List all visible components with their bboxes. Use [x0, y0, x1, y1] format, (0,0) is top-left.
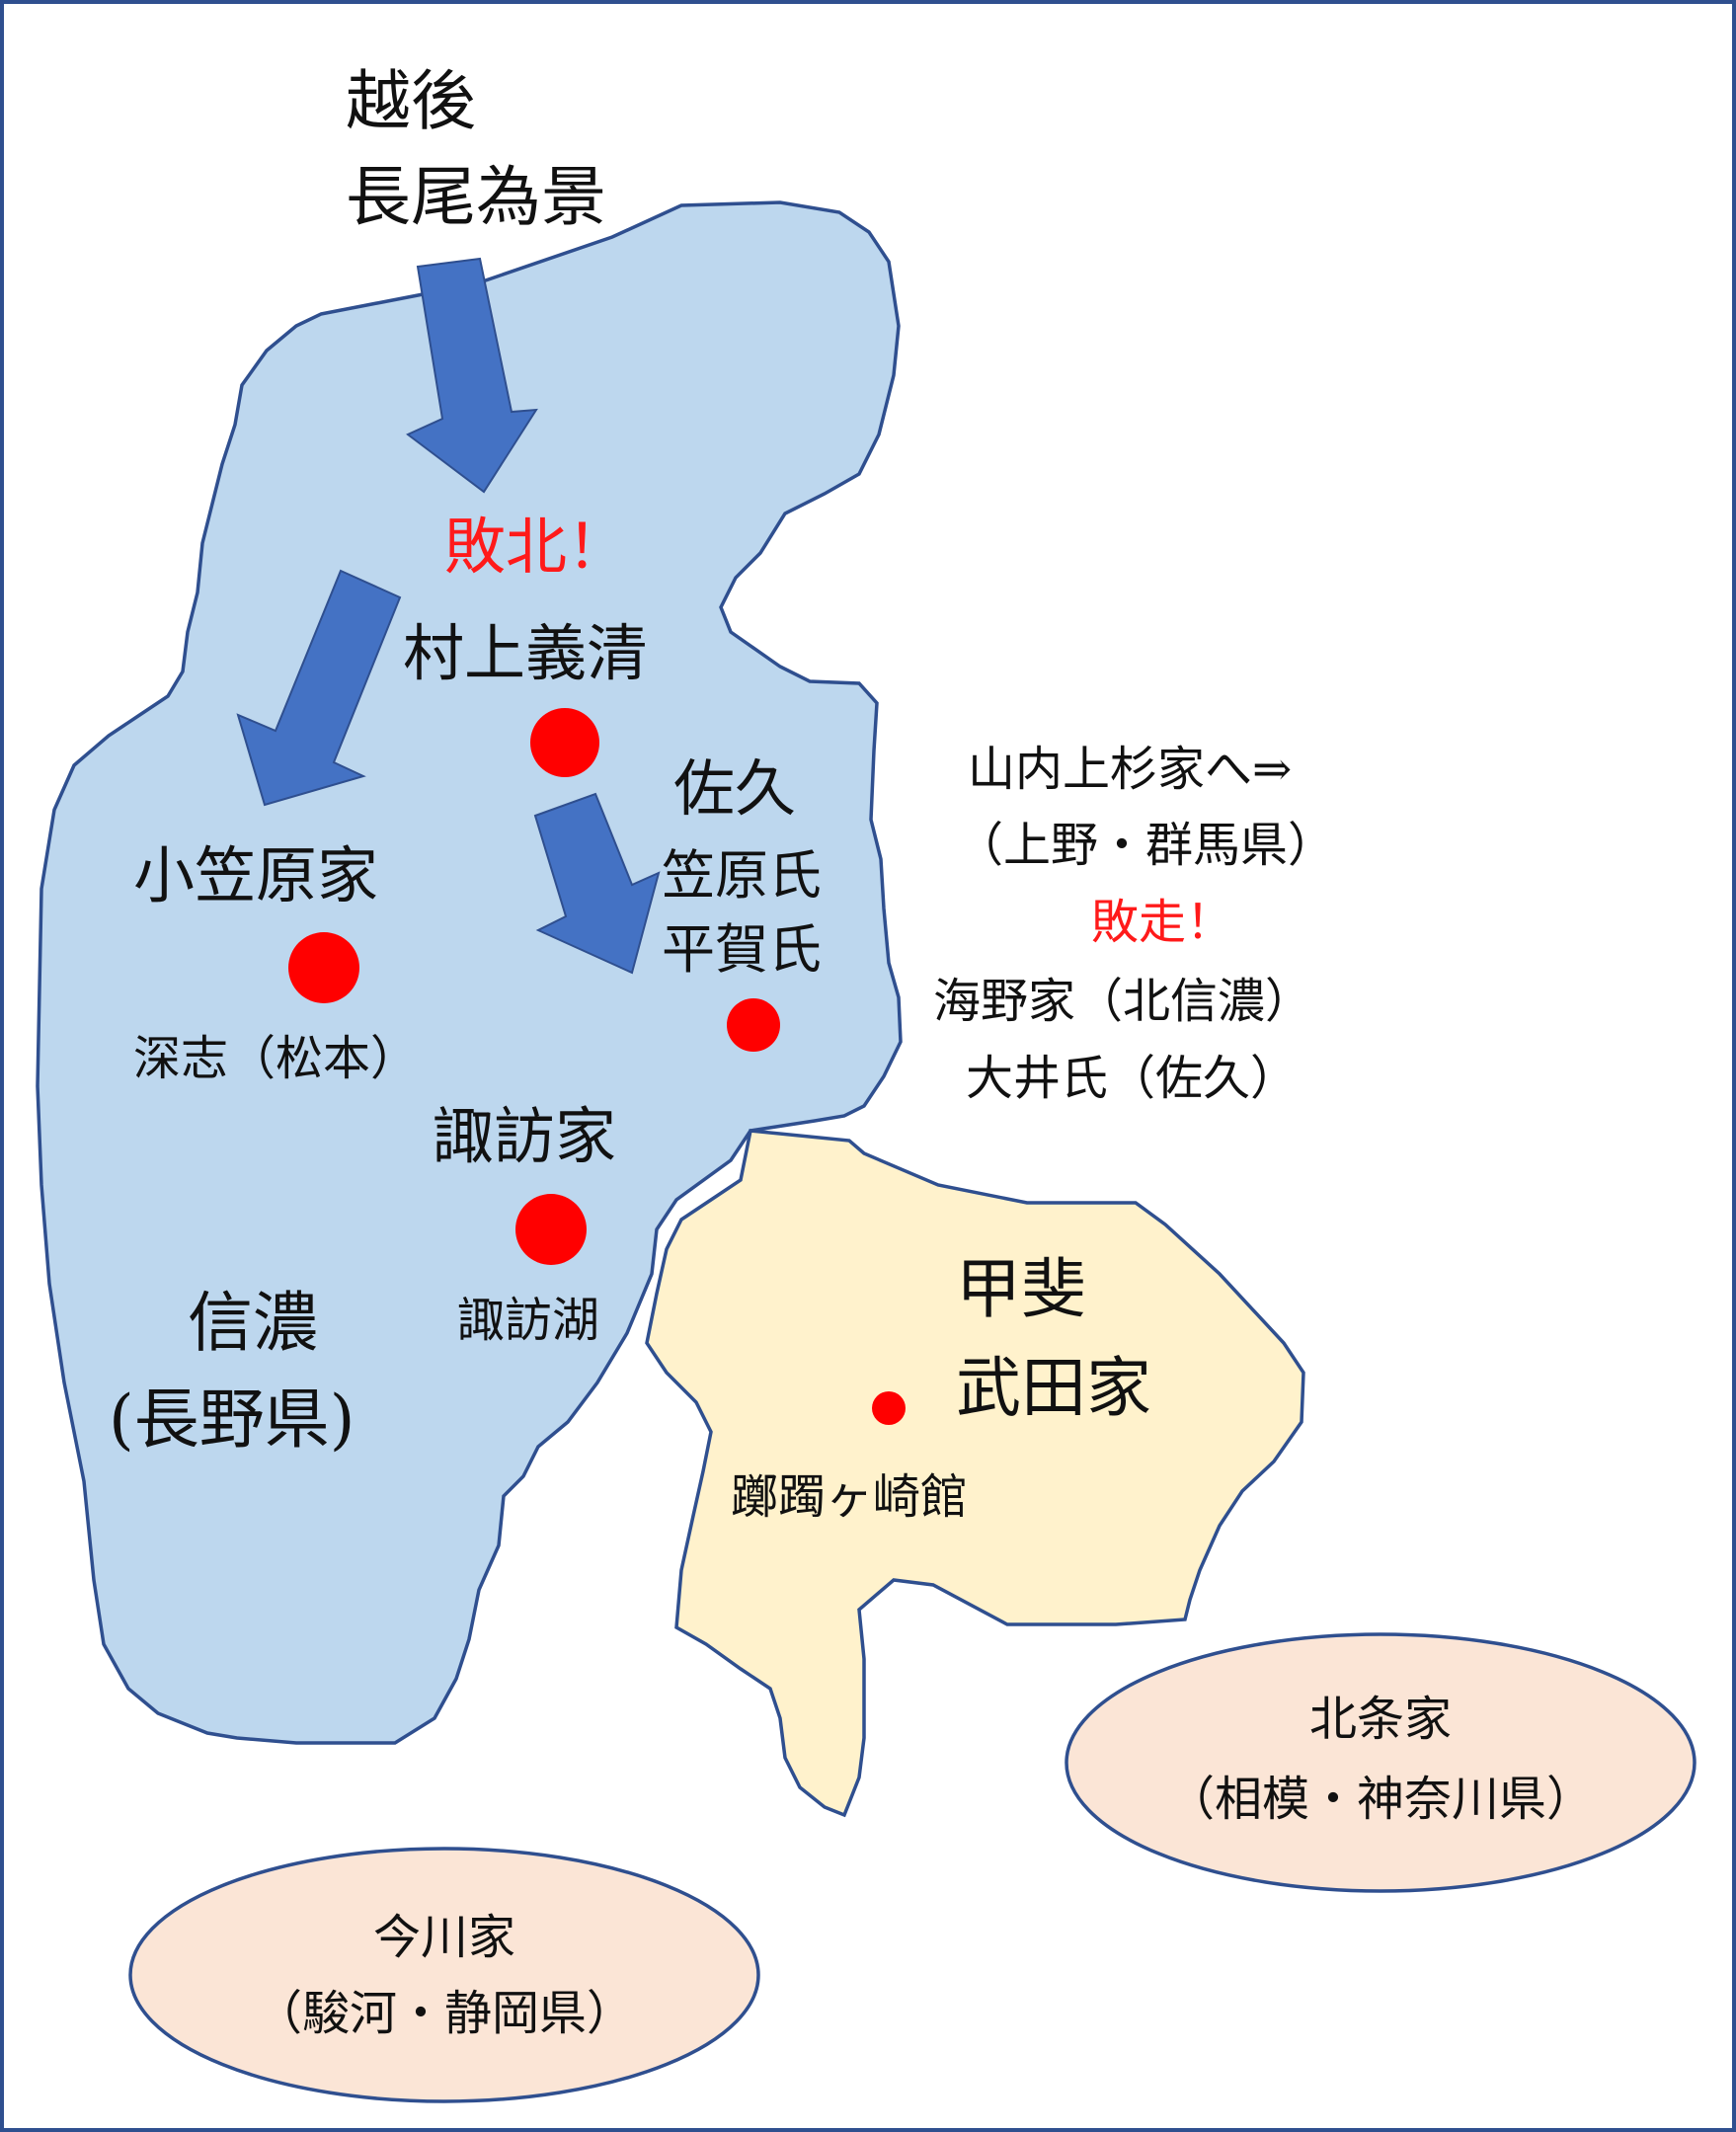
hiraga-label: 平賀氏	[662, 918, 822, 981]
side-note-line5: 大井氏（佐久）	[966, 1051, 1298, 1106]
suwa-lake-label: 諏訪湖	[457, 1293, 599, 1348]
imagawa-region-label: （駿河・静岡県）	[255, 1986, 634, 2041]
red-dot-marker	[530, 708, 599, 777]
side-note-flee: 敗走！	[1091, 895, 1233, 950]
red-dot-marker	[872, 1391, 906, 1425]
fukashi-label: 深志（松本）	[133, 1031, 418, 1086]
shinano-modern-label: (長野県)	[109, 1382, 355, 1458]
down-arrow-icon	[406, 257, 538, 494]
imagawa-name-label: 今川家	[373, 1910, 515, 1965]
tsutsujigasaki-label: 躑躅ヶ崎館	[731, 1469, 968, 1525]
kai-province-label: 甲斐	[956, 1251, 1086, 1327]
hojo-name-label: 北条家	[1309, 1692, 1452, 1747]
side-note-line4: 海野家（北信濃）	[933, 974, 1312, 1029]
kai-region	[645, 1129, 1305, 1818]
side-note-line2: （上野・群馬県）	[956, 818, 1335, 873]
defeat-label: 敗北！	[444, 511, 628, 583]
side-note-line1: 山内上杉家へ⇒	[968, 742, 1292, 797]
hojo-ellipse	[1065, 1632, 1697, 1893]
imagawa-ellipse	[128, 1847, 760, 2103]
down-arrow-icon	[533, 792, 661, 975]
hojo-region-label: （相模・神奈川県）	[1167, 1772, 1594, 1827]
shinano-province-label: 信濃	[188, 1285, 318, 1361]
suwa-clan-label: 諏訪家	[433, 1100, 616, 1172]
red-dot-marker	[727, 998, 780, 1052]
saku-label: 佐久	[673, 752, 796, 825]
takeda-label: 武田家	[956, 1350, 1151, 1426]
red-dot-marker	[288, 932, 359, 1003]
ogasawara-label: 小笠原家	[133, 839, 378, 911]
down-arrow-icon	[236, 569, 402, 807]
kasahara-label: 笠原氏	[662, 844, 822, 907]
echigo-lord-label: 長尾為景	[346, 159, 606, 235]
shinano-region	[36, 200, 903, 1745]
echigo-province-label: 越後	[346, 63, 476, 139]
murakami-label: 村上義清	[403, 617, 648, 689]
red-dot-marker	[515, 1194, 587, 1265]
